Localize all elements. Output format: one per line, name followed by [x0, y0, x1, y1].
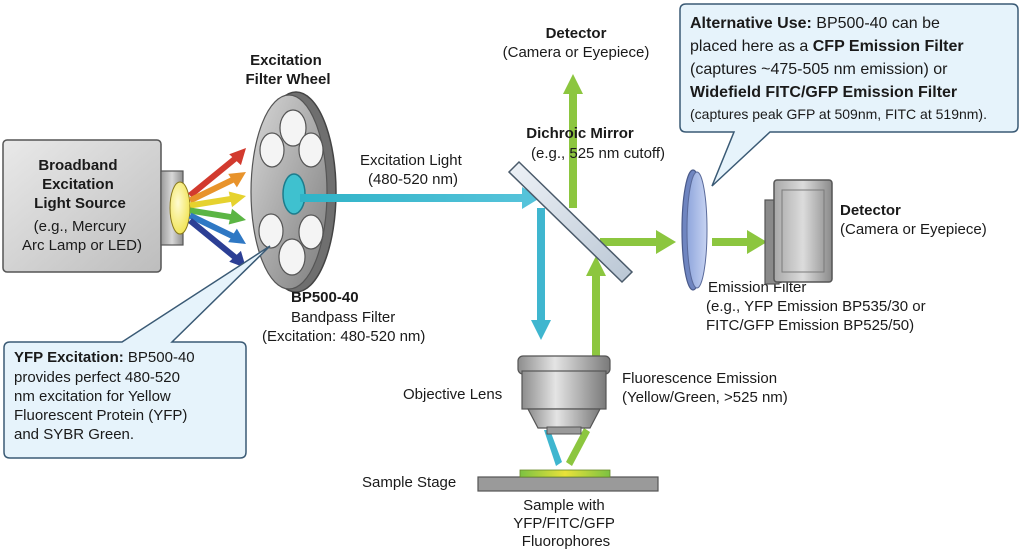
sample-line-1: Sample with — [523, 497, 605, 514]
light-source-detail-1: (e.g., Mercury — [34, 218, 127, 235]
filter-slot — [258, 213, 284, 249]
excitation-light-line-2: (480-520 nm) — [368, 171, 458, 188]
filter-slot — [298, 132, 324, 168]
filter-slot — [279, 109, 307, 147]
fluorescence-line-1: Fluorescence Emission — [622, 370, 777, 387]
svg-text:provides perfect 480-520: provides perfect 480-520 nm excitation f… — [14, 369, 192, 443]
emission-filter-line-3: FITC/GFP Emission BP525/50) — [706, 317, 914, 334]
svg-text:Broadband Excitation: Broadband Excitation Light Source — [34, 157, 126, 212]
lamp-bulb-icon — [169, 181, 191, 235]
broadband-ray — [188, 152, 242, 198]
svg-text:Emission Filter (e.g., YFP: Emission Filter (e.g., YFP Emission BP53… — [706, 279, 930, 334]
callout-yfp-line-4: Fluorescent Protein (YFP) — [14, 407, 187, 424]
callout-alt-l5: (captures peak GFP at 509nm, FITC at 519… — [690, 106, 987, 122]
broadband-rays — [188, 148, 246, 268]
bp-filter-name: BP500-40 — [291, 289, 359, 306]
callout-alt-l1-bold: Alternative Use: — [690, 15, 812, 32]
filter-wheel-title-1: Excitation — [250, 52, 322, 69]
emission-filter-line-2: (e.g., YFP Emission BP535/30 or — [706, 298, 926, 315]
callout-alternative-use: Alternative Use: BP500-40 can be placed … — [679, 3, 1019, 187]
broadband-ray-arrowhead — [228, 208, 246, 225]
callout-yfp-excitation: YFP Excitation: BP500-40 provides perfec… — [3, 245, 271, 459]
bp-filter-line-2: (Excitation: 480-520 nm) — [262, 328, 425, 345]
callout-alt-l4: Widefield FITC/GFP Emission Filter — [690, 84, 957, 101]
callout-yfp-line-3: nm excitation for Yellow — [14, 388, 171, 405]
fluorescence-line-2: (Yellow/Green, >525 nm) — [622, 389, 788, 406]
emission-filter-line-1: Emission Filter — [708, 279, 806, 296]
objective-lens — [517, 355, 611, 435]
filter-slot — [298, 214, 324, 250]
callout-alt-l1-rest: BP500-40 can be — [812, 15, 940, 32]
detector-top-detail: (Camera or Eyepiece) — [503, 44, 650, 61]
callout-yfp-bold: YFP Excitation: — [14, 349, 124, 366]
dichroic-title: Dichroic Mirror — [526, 125, 634, 142]
filter-slot — [278, 238, 306, 276]
broadband-ray-arrowhead — [228, 172, 246, 188]
callout-yfp-line1-rest: BP500-40 — [124, 349, 195, 366]
emission-filter — [681, 169, 708, 291]
light-source: Broadband Excitation Light Source (e.g.,… — [2, 139, 191, 273]
sample-line-3: Fluorophores — [522, 533, 610, 550]
sample-line-2: YFP/FITC/GFP — [513, 515, 615, 532]
svg-text:Bandpass Filter (Excitatio: Bandpass Filter (Excitation: 480-520 nm) — [262, 309, 425, 345]
callout-alt-l3: (captures ~475-505 nm emission) or — [690, 61, 948, 78]
excitation-beam — [300, 187, 562, 466]
sample-stage — [477, 469, 659, 492]
emission-beam — [563, 74, 767, 466]
light-source-detail-2: Arc Lamp or LED) — [22, 237, 142, 254]
detector-right-camera-icon — [764, 179, 833, 285]
filter-wheel-title-2: Filter Wheel — [245, 71, 330, 88]
bp-filter-line-1: Bandpass Filter — [291, 309, 395, 326]
callout-yfp-line-2: provides perfect 480-520 — [14, 369, 180, 386]
dichroic-mirror — [507, 160, 634, 284]
svg-text:Excitation Filter Wheel: Excitation Filter Wheel — [245, 52, 330, 88]
dichroic-detail: (e.g., 525 nm cutoff) — [531, 145, 665, 162]
broadband-ray — [188, 218, 242, 264]
filter-slot — [259, 132, 285, 168]
svg-text:Excitation Light (480-520: Excitation Light (480-520 nm) — [360, 152, 466, 188]
svg-text:Alternative Use: BP500-40 can: Alternative Use: BP500-40 can be — [690, 15, 940, 32]
svg-text:(e.g., Mercury Arc Lamp: (e.g., Mercury Arc Lamp or LED) — [22, 218, 142, 254]
callout-alt-l2-bold: CFP Emission Filter — [813, 38, 964, 55]
broadband-ray — [189, 207, 237, 221]
light-source-title-1: Broadband — [38, 157, 117, 174]
broadband-ray — [188, 174, 239, 204]
broadband-ray-arrowhead — [229, 148, 246, 166]
broadband-ray — [189, 195, 237, 209]
svg-text:YFP Excitation: BP500-40: YFP Excitation: BP500-40 — [14, 349, 195, 366]
light-source-title-3: Light Source — [34, 195, 126, 212]
broadband-ray — [188, 212, 239, 242]
callout-alt-l2-pre: placed here as a — [690, 38, 813, 55]
detector-right-title: Detector — [840, 202, 901, 219]
detector-top-title: Detector — [546, 25, 607, 42]
excitation-light-line-1: Excitation Light — [360, 152, 463, 169]
svg-text:placed here as a CFP Emission: placed here as a CFP Emission Filter — [690, 38, 964, 55]
detector-right-detail: (Camera or Eyepiece) — [840, 221, 987, 238]
excitation-filter-wheel: Excitation Filter Wheel — [245, 52, 337, 293]
stage-label: Sample Stage — [362, 474, 456, 491]
callout-yfp-line-5: and SYBR Green. — [14, 426, 134, 443]
broadband-ray-arrowhead — [228, 191, 246, 208]
objective-label: Objective Lens — [403, 386, 502, 403]
light-source-title-2: Excitation — [42, 176, 114, 193]
broadband-ray-arrowhead — [228, 228, 246, 244]
svg-text:Sample with YFP/FITC/GFP: Sample with YFP/FITC/GFP Fluorophores — [513, 497, 619, 550]
svg-text:Fluorescence Emission (Yel: Fluorescence Emission (Yellow/Green, >52… — [622, 370, 788, 406]
